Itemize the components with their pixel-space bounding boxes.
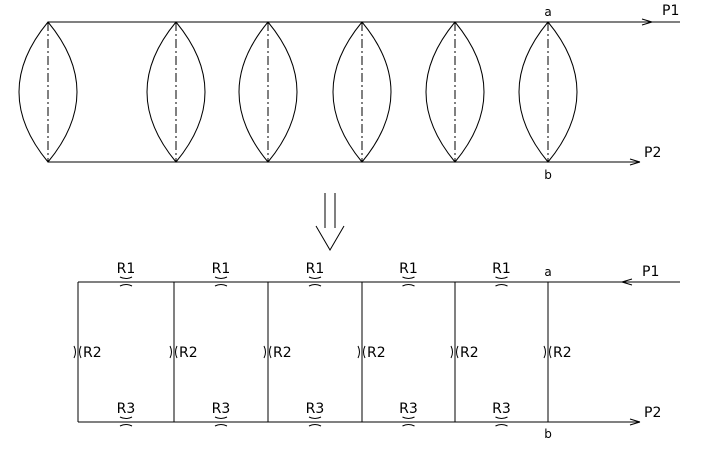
- lens-section: [425, 21, 485, 163]
- r2-label: R2: [460, 345, 479, 361]
- r2-label: R2: [83, 345, 102, 361]
- resistor-symbol-icon: [79, 345, 82, 359]
- node-b-label: b: [544, 168, 552, 182]
- r3-label: R3: [306, 401, 325, 417]
- node-a-label: a: [544, 5, 551, 19]
- r1-label: R1: [492, 261, 511, 277]
- r3-label: R3: [117, 401, 136, 417]
- top-resistor: R1: [212, 261, 231, 287]
- lens-group: [18, 21, 578, 163]
- lens-section: [238, 21, 298, 163]
- bottom-resistor: R3: [306, 401, 325, 427]
- vertical-resistor-branch: R2: [450, 282, 479, 422]
- r3-label: R3: [492, 401, 511, 417]
- lens-section: [18, 21, 78, 163]
- node-a-label: a: [544, 265, 551, 279]
- resistor-symbol-icon: [495, 284, 508, 287]
- top-resistor: R1: [306, 261, 325, 287]
- top-resistor: R1: [399, 261, 418, 287]
- transform-arrow-icon: [315, 193, 345, 251]
- r2-label: R2: [367, 345, 386, 361]
- resistor-symbol-icon: [363, 345, 366, 359]
- resistor-symbol-icon: [357, 345, 360, 359]
- port-p2-label: P2: [644, 145, 661, 161]
- resistor-symbol-icon: [543, 345, 546, 359]
- lens-section: [332, 21, 392, 163]
- resistor-symbol-icon: [495, 424, 508, 427]
- resistor-symbol-icon: [214, 284, 228, 287]
- lens-section: [518, 21, 578, 163]
- r1-label: R1: [117, 261, 136, 277]
- port-p2-label: P2: [644, 405, 661, 421]
- vertical-resistor-branch: R2: [263, 282, 292, 422]
- resistor-symbol-icon: [402, 276, 415, 279]
- bottom-resistor: R3: [399, 401, 418, 427]
- r2-label: R2: [179, 345, 198, 361]
- r1-label: R1: [306, 261, 325, 277]
- r2-label: R2: [273, 345, 292, 361]
- resistor-symbol-icon: [308, 284, 322, 287]
- resistor-symbol-icon: [214, 276, 228, 279]
- resistor-symbol-icon: [549, 345, 552, 359]
- r3-label: R3: [399, 401, 418, 417]
- bottom-resistor: R3: [492, 401, 511, 427]
- resistor-symbol-icon: [119, 284, 133, 287]
- resistor-symbol-icon: [308, 276, 322, 279]
- resistor-symbol-icon: [308, 424, 322, 427]
- p2-arrow-icon: [629, 158, 641, 166]
- resistor-symbol-icon: [402, 424, 415, 427]
- resistor-symbol-icon: [119, 424, 133, 427]
- resistor-symbol-icon: [402, 284, 415, 287]
- lens-section: [146, 21, 206, 163]
- vertical-resistor-branch: R2: [73, 282, 102, 422]
- resistor-symbol-icon: [214, 424, 228, 427]
- vertical-resistor-branch: R2: [543, 282, 572, 422]
- resistor-symbol-icon: [308, 416, 322, 419]
- resistor-symbol-icon: [495, 416, 508, 419]
- r1-label: R1: [212, 261, 231, 277]
- p1-arrow-icon: [621, 278, 633, 286]
- r1-label: R1: [399, 261, 418, 277]
- vertical-resistor-branch: R2: [169, 282, 198, 422]
- port-p1-label: P1: [642, 264, 659, 280]
- p1-arrow-icon: [641, 18, 653, 26]
- top-resistor: R1: [492, 261, 511, 287]
- p2-arrow-icon: [629, 418, 641, 426]
- resistor-symbol-icon: [73, 345, 76, 359]
- resistor-symbol-icon: [214, 416, 228, 419]
- resistor-symbol-icon: [263, 345, 266, 359]
- resistor-symbol-icon: [495, 276, 508, 279]
- resistor-symbol-icon: [175, 345, 178, 359]
- vertical-resistor-branch: R2: [357, 282, 386, 422]
- top-diagram: a b P1 P2: [18, 3, 680, 182]
- r2-label: R2: [553, 345, 572, 361]
- resistor-symbol-icon: [269, 345, 272, 359]
- r3-label: R3: [212, 401, 231, 417]
- resistor-symbol-icon: [402, 416, 415, 419]
- top-resistor: R1: [117, 261, 136, 287]
- resistor-symbol-icon: [450, 345, 453, 359]
- resistor-symbol-icon: [119, 276, 133, 279]
- bottom-resistor: R3: [117, 401, 136, 427]
- resistor-symbol-icon: [169, 345, 172, 359]
- bottom-resistor: R3: [212, 401, 231, 427]
- resistor-symbol-icon: [119, 416, 133, 419]
- resistor-symbol-icon: [456, 345, 459, 359]
- port-p1-label: P1: [662, 3, 679, 19]
- node-b-label: b: [544, 427, 552, 441]
